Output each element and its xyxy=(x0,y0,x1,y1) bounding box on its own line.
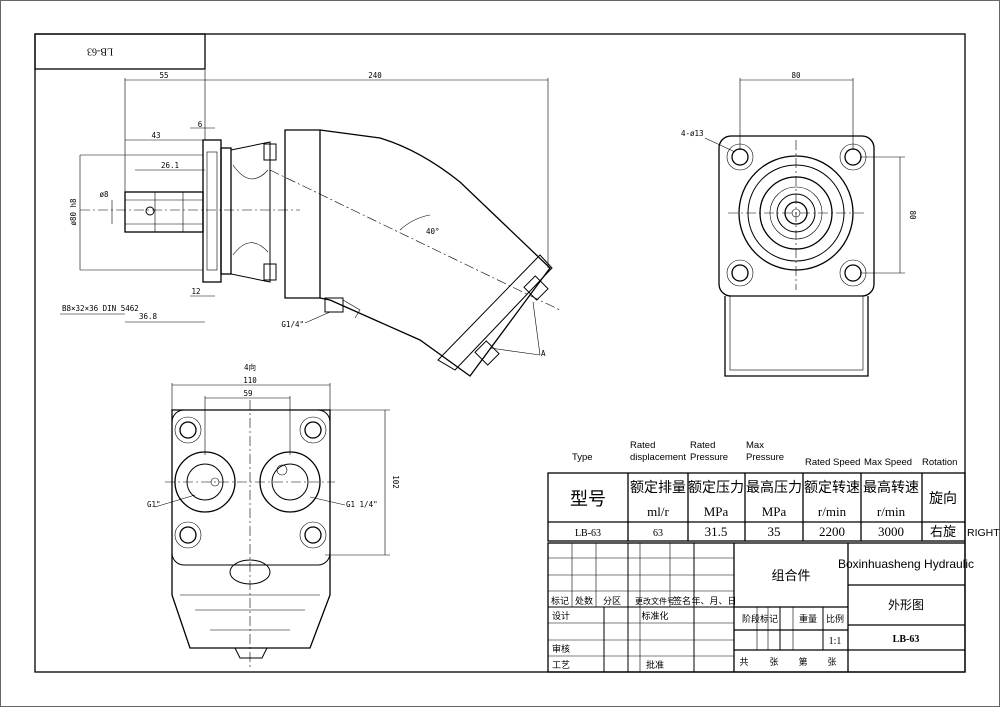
dim-6: 6 xyxy=(198,120,203,129)
unit-displacement: ml/r xyxy=(647,504,669,519)
bottom-port-g114: G1 1/4" xyxy=(346,500,378,509)
dim-26-1: 26.1 xyxy=(161,161,179,170)
hdr-en-rated-speed: Rated Speed xyxy=(805,457,860,468)
body-main xyxy=(284,129,321,299)
hdr-cn-rated-speed: 额定转速 xyxy=(804,480,860,496)
bottom-body xyxy=(171,409,331,649)
spec-table xyxy=(547,472,966,542)
bottom-port-g1: G1" xyxy=(147,500,161,509)
unit-rated-speed: r/min xyxy=(818,504,847,519)
front-flange xyxy=(718,135,875,297)
dim-4-d13: 4-ø13 xyxy=(681,129,704,138)
shaft-hole xyxy=(145,206,155,216)
row-approve: 批准 xyxy=(646,659,664,671)
hdr-en-type: Type xyxy=(572,452,593,463)
code-box xyxy=(34,33,206,70)
bottom-view xyxy=(154,383,390,668)
port-g14: G1/4" xyxy=(281,320,304,329)
row-standardize: 标准化 xyxy=(641,610,668,622)
view-a: A xyxy=(541,349,546,358)
dim-110: 110 xyxy=(243,376,257,385)
hdr-cn-type: 型号 xyxy=(570,489,606,510)
row-process: 工艺 xyxy=(552,660,570,671)
val-rated-pressure: 31.5 xyxy=(705,524,728,539)
company-name: Boxinhuasheng Hydraulic xyxy=(838,557,974,571)
code-box-text: LB-63 xyxy=(87,46,113,57)
rev-doc: 更改文件号 xyxy=(635,596,675,606)
rev-zone: 分区 xyxy=(603,596,621,607)
weight-label: 重量 xyxy=(799,613,817,625)
sheet-unit: 张 xyxy=(827,657,836,668)
val-max-speed: 3000 xyxy=(878,524,904,539)
sheets-unit: 张 xyxy=(769,657,778,668)
front-view xyxy=(704,78,905,377)
dim-102: 102 xyxy=(391,475,400,489)
val-rotation: 右旋 xyxy=(930,525,956,540)
hdr-cn-displacement: 额定排量 xyxy=(630,480,686,496)
hdr-cn-rotation: 旋向 xyxy=(929,491,957,507)
row-design: 设计 xyxy=(552,610,570,622)
val-rotation-en: RIGHT xyxy=(967,527,1000,539)
view-4-label: 4向 xyxy=(244,362,256,372)
unit-rated-pressure: MPa xyxy=(704,504,729,519)
rev-mark: 标记 xyxy=(551,595,569,607)
dim-d8: ø8 xyxy=(99,190,109,199)
shaft xyxy=(124,191,204,233)
stage-label: 阶段标记 xyxy=(742,613,778,625)
dim-36-8: 36.8 xyxy=(139,312,158,321)
angled-centerline xyxy=(269,169,561,311)
hdr-cn-max-speed: 最高转速 xyxy=(863,479,919,496)
val-max-pressure: 35 xyxy=(768,524,781,539)
hdr-cn-rated-pressure: 额定压力 xyxy=(688,480,744,496)
hdr-en-rotation: Rotation xyxy=(922,457,957,468)
hdr-cn-max-pressure: 最高压力 xyxy=(746,479,802,496)
drawing-no: LB-63 xyxy=(893,634,920,645)
unit-max-speed: r/min xyxy=(877,504,906,519)
sheets-total: 共 xyxy=(739,657,748,668)
assembly-label: 组合件 xyxy=(771,569,810,584)
scale-value: 1:1 xyxy=(829,636,842,647)
sheet-no: 第 xyxy=(798,656,807,668)
side-view xyxy=(60,70,561,377)
dim-12: 12 xyxy=(191,287,200,296)
front-body xyxy=(724,296,869,377)
rev-count: 处数 xyxy=(575,595,593,607)
row-review: 审核 xyxy=(552,643,570,655)
end-cap xyxy=(437,254,553,371)
hdr-en-displacement: Rated displacement xyxy=(630,440,686,463)
title-block xyxy=(547,542,966,673)
hdr-en-max-pressure: Max Pressure xyxy=(746,440,785,463)
scale-label: 比例 xyxy=(826,613,844,625)
dim-d80: ø80 h8 xyxy=(69,198,78,226)
dim-front-80: 80 xyxy=(791,71,801,80)
val-rated-speed: 2200 xyxy=(819,524,845,539)
frame-border xyxy=(34,33,966,673)
dim-59: 59 xyxy=(243,389,252,398)
rev-sign: 签名 xyxy=(673,595,691,607)
mount-flange xyxy=(202,139,222,283)
dim-front-80v: 80 xyxy=(908,210,917,220)
dim-43: 43 xyxy=(151,131,160,140)
val-displacement: 63 xyxy=(653,528,663,539)
drawing-name: 外形图 xyxy=(888,598,924,612)
body-angled xyxy=(319,129,551,377)
hdr-en-max-speed: Max Speed xyxy=(864,457,912,468)
hdr-en-rated-pressure: Rated Pressure xyxy=(690,440,729,463)
spline-spec: B8×32×36 DIN 5462 xyxy=(62,304,139,313)
unit-max-pressure: MPa xyxy=(762,504,787,519)
val-type: LB-63 xyxy=(575,528,601,539)
dim-240: 240 xyxy=(368,71,382,80)
dim-55: 55 xyxy=(159,71,168,80)
angle-40: 40° xyxy=(426,227,440,236)
rev-date: 年、月、日 xyxy=(691,595,736,607)
